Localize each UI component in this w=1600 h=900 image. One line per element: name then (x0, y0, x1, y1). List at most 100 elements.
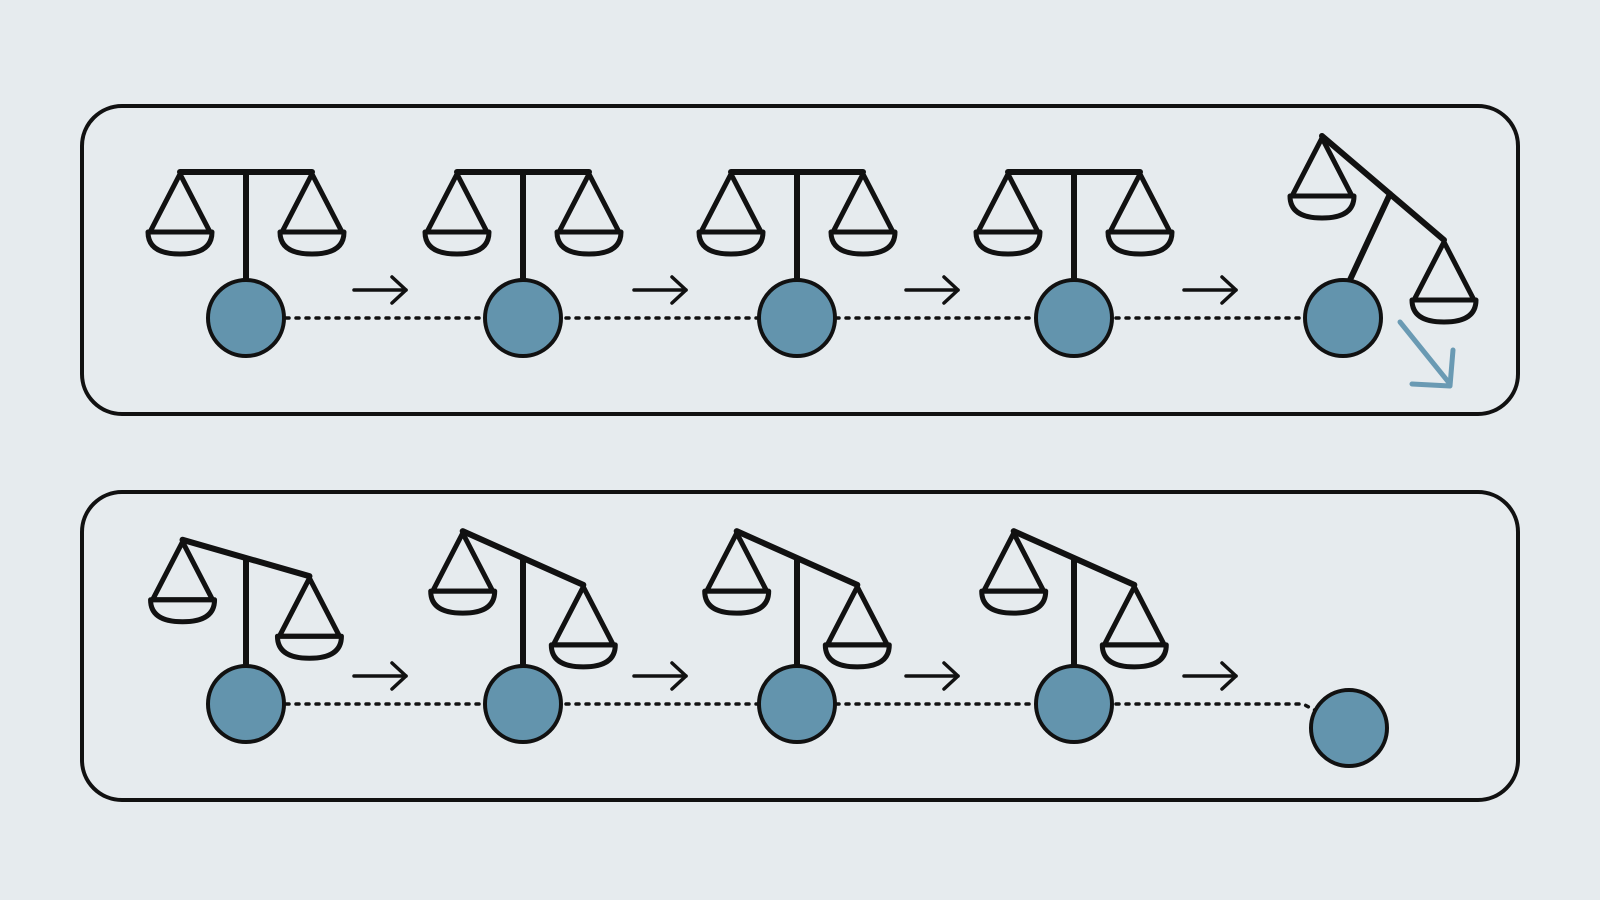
right-arrow-icon (1182, 661, 1238, 691)
scale-right-pan (1099, 584, 1169, 670)
arrow-head (942, 275, 960, 305)
balance-scale-icon (428, 528, 618, 670)
stage-node (206, 664, 286, 744)
arrow-head (670, 661, 688, 691)
arrow-head (390, 661, 408, 691)
stage-node (206, 278, 286, 358)
stage-node (1303, 278, 1383, 358)
pan-dish (554, 229, 624, 257)
pan-strings (276, 575, 342, 639)
scale-right-pan (828, 171, 898, 257)
right-arrow-icon (904, 275, 960, 305)
pan-dish (145, 229, 215, 257)
pan-dish (973, 229, 1043, 257)
scale-left-pan (973, 171, 1043, 257)
pan-dish (1287, 193, 1357, 221)
scale-left-pan (428, 530, 498, 616)
scale-left-pan (1287, 135, 1357, 221)
scale-right-pan (548, 584, 618, 670)
right-arrow-icon (904, 661, 960, 691)
arrow-head (942, 661, 960, 691)
balance-scale-icon (422, 169, 624, 282)
scale-right-pan (277, 171, 347, 257)
arrow-head (390, 275, 408, 305)
stage-node (757, 664, 837, 744)
pan-strings (147, 171, 213, 235)
scale-left-pan (979, 530, 1049, 616)
stage-node (1309, 688, 1389, 768)
scale-beam (1010, 528, 1138, 588)
scale-beam (179, 536, 313, 580)
pan-dish (548, 642, 618, 670)
scale-beam (1319, 133, 1447, 243)
pan-strings (424, 171, 490, 235)
balance-scale-icon (979, 528, 1169, 670)
pan-strings (556, 171, 622, 235)
pan-strings (150, 539, 216, 603)
pan-dish (1105, 229, 1175, 257)
stage-node (483, 278, 563, 358)
stage-node (1034, 278, 1114, 358)
pan-dish (979, 588, 1049, 616)
pan-strings (1101, 584, 1167, 648)
stage-node (757, 278, 837, 358)
arrow-head (1220, 661, 1238, 691)
pan-dish (702, 588, 772, 616)
scale-post (1346, 191, 1393, 285)
tipped-scale-icon (1287, 133, 1479, 325)
pan-strings (830, 171, 896, 235)
scale-left-pan (145, 171, 215, 257)
pan-strings (975, 171, 1041, 235)
panel-frame (80, 490, 1520, 802)
pan-dish (277, 229, 347, 257)
pan-dish (1099, 642, 1169, 670)
scale-right-pan (822, 584, 892, 670)
pan-dish (822, 642, 892, 670)
pan-dish (148, 597, 218, 625)
stage-node (1034, 664, 1114, 744)
pan-dish (828, 229, 898, 257)
scale-left-pan (696, 171, 766, 257)
scale-right-pan (274, 575, 344, 661)
accent-down-right-arrow-icon (1397, 319, 1456, 389)
panel-frame (80, 104, 1520, 416)
pan-dish (274, 633, 344, 661)
arrow-shaft (1397, 319, 1453, 387)
scale-right-pan (554, 171, 624, 257)
scale-left-pan (422, 171, 492, 257)
scale-left-pan (702, 530, 772, 616)
balance-scale-icon (702, 528, 892, 670)
balance-scale-icon (148, 536, 344, 668)
balance-scale-icon (973, 169, 1175, 282)
pan-strings (1411, 239, 1477, 303)
arrow-head (1409, 347, 1456, 389)
scale-right-pan (1105, 171, 1175, 257)
right-arrow-icon (632, 275, 688, 305)
balance-scale-icon (696, 169, 898, 282)
pan-dish (1409, 297, 1479, 325)
pan-strings (824, 584, 890, 648)
pan-dish (422, 229, 492, 257)
panel-bottom (80, 490, 1520, 802)
pan-strings (550, 584, 616, 648)
right-arrow-icon (352, 275, 408, 305)
right-arrow-icon (1182, 275, 1238, 305)
pan-strings (1289, 135, 1355, 199)
panel-top (80, 104, 1520, 416)
scale-beam (459, 528, 587, 588)
arrow-head (670, 275, 688, 305)
right-arrow-icon (352, 661, 408, 691)
arrow-head (1220, 275, 1238, 305)
pan-strings (279, 171, 345, 235)
right-arrow-icon (632, 661, 688, 691)
pan-strings (1107, 171, 1173, 235)
scale-left-pan (148, 539, 218, 625)
scale-beam (733, 528, 861, 588)
pan-dish (696, 229, 766, 257)
balance-scale-icon (145, 169, 347, 282)
scale-right-pan (1409, 239, 1479, 325)
pan-strings (698, 171, 764, 235)
stage-node (483, 664, 563, 744)
pan-dish (428, 588, 498, 616)
